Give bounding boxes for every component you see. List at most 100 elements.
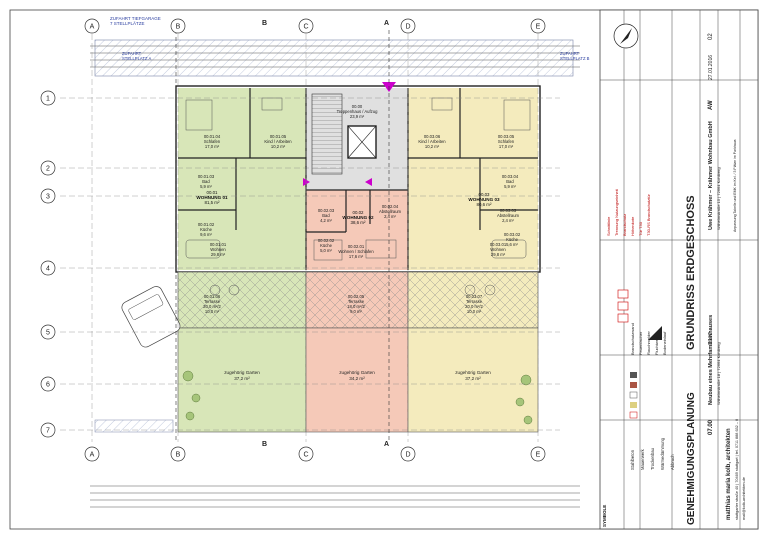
revision-note: Anpassung Tabelle und EMK im Kel. / 3 Pl… [733, 139, 737, 232]
plan-index: 02 [708, 33, 714, 40]
svg-text:WOHNUNG 03: WOHNUNG 03 [468, 197, 500, 202]
room-id: 00.02.02 [318, 238, 335, 243]
svg-text:6: 6 [46, 382, 50, 389]
drawing-title: GRUNDRISS ERDGESCHOSS [685, 195, 697, 350]
room-id: 00.02.01 [348, 244, 365, 249]
svg-text:7: 7 [46, 428, 50, 435]
room-area: 5,9 m² [200, 184, 212, 189]
section-mark-a-bottom: A [384, 441, 389, 448]
svg-text:81,5 m²: 81,5 m² [205, 200, 220, 205]
grid-col-d: DD [400, 18, 416, 462]
room-id: 00.01.06 [204, 294, 221, 299]
room-area: 17,6 m² [349, 254, 364, 259]
drawn-by: AW [708, 100, 714, 110]
terrace-2 [305, 271, 409, 329]
section-mark-a-top: A [384, 20, 389, 27]
architect-address: stuttgarter straße 40 | 70469 stuttgart … [735, 419, 739, 520]
grid-lines [60, 34, 560, 442]
svg-text:00.01: 00.01 [207, 190, 219, 195]
room-name: Küche [506, 237, 519, 242]
svg-text:A: A [90, 24, 95, 31]
grid-col-b: BB [170, 18, 186, 462]
svg-text:B: B [176, 24, 181, 31]
room-area: 10,2 m² [271, 144, 286, 149]
room-name: Wohnen [490, 247, 506, 252]
legend-item: Tür T30 [638, 221, 643, 236]
svg-text:WOHNUNG 02: WOHNUNG 02 [342, 215, 374, 220]
room-area: 4,2 m² [320, 218, 332, 223]
section-mark-b-top: B [262, 20, 267, 27]
project-address: Wilhelmstraße 18 | 72664 Kohlberg [716, 342, 721, 405]
svg-text:D: D [405, 24, 410, 31]
title-block-text: GRUNDRISS ERDGESCHOSS GENEHMIGUNGSPLANUN… [602, 33, 746, 527]
room-id: 00.03.06 [424, 134, 441, 139]
legend-swatches [617, 289, 638, 419]
unit-2-area [306, 190, 408, 270]
architect-name: matthias maria kolb, architekten [726, 428, 732, 520]
room-name: Schlafen [498, 139, 515, 144]
driveway-hatch [94, 39, 574, 77]
room-area: 2,4 m² [502, 218, 514, 223]
garden-2 [305, 327, 409, 433]
room-id: 00.02.03 [318, 208, 335, 213]
room-name: Küche [320, 243, 333, 248]
svg-text:5: 5 [46, 330, 50, 337]
terrace-1 [177, 271, 307, 329]
furniture [185, 97, 531, 296]
room-area: 5,9 m² [504, 184, 516, 189]
svg-text:E: E [536, 24, 541, 31]
svg-text:00.02: 00.02 [353, 210, 365, 215]
legend-item: Trennung Nutzungseinheit [614, 188, 619, 236]
svg-text:80,6 m²: 80,6 m² [477, 202, 492, 207]
room-name: Küche [200, 227, 213, 232]
room-area: 5,6 m² [506, 242, 518, 247]
svg-text:A: A [90, 452, 95, 459]
scale-value: 1:100 [708, 332, 714, 345]
svg-text:zugehörig Garten: zugehörig Garten [455, 370, 491, 375]
room-id: 00.03.02 [504, 232, 521, 237]
svg-text:C: C [303, 452, 308, 459]
room-name: Schlafen [204, 139, 221, 144]
path-hatch [94, 419, 174, 433]
title-block [599, 9, 759, 530]
legend-item: Fluchtweg [654, 337, 659, 355]
plan-number: 07.00 [708, 419, 714, 435]
client-address: Wilhelmstraße 15 | 72664 Kohlberg [716, 167, 721, 230]
architect-mail: mail@kolb-architekten.de [742, 477, 746, 520]
room-area: 17,0 m² [205, 144, 220, 149]
grid-col-e: EE [530, 18, 546, 462]
room-id: 00.02.05 [348, 294, 365, 299]
svg-text:37,2 m²: 37,2 m² [465, 376, 481, 381]
legend-item: Mauerwerk [640, 448, 645, 470]
garden-3 [407, 327, 539, 433]
legend-item: T30-RS Brandschutztür [646, 194, 651, 236]
room-name: Kind / Arbeiten [264, 139, 292, 144]
grid-col-a: AA [84, 18, 100, 462]
room-name: Wohnen [210, 247, 226, 252]
svg-text:zugehörig Garten: zugehörig Garten [339, 370, 375, 375]
svg-text:3: 3 [46, 194, 50, 201]
